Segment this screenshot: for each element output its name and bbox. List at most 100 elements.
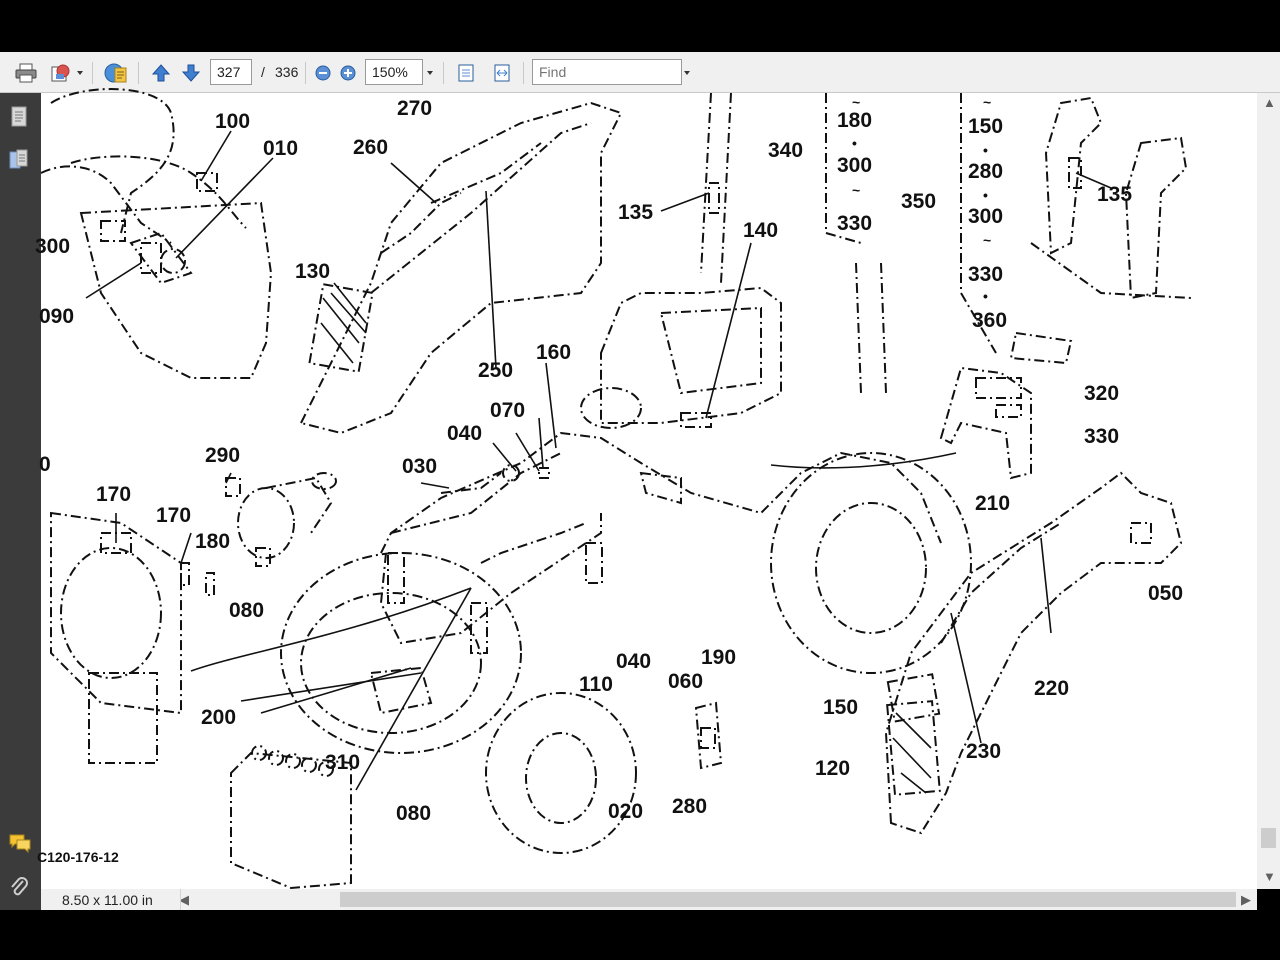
toolbar-divider (92, 62, 93, 84)
callout-330-rear: 330 (1084, 425, 1119, 448)
fit-page-icon (458, 64, 474, 82)
callout-040-bottom: 040 (616, 650, 651, 673)
callout-360: 360 (972, 309, 1007, 332)
bookmarks-icon (9, 149, 28, 169)
callout-230: 230 (966, 740, 1001, 763)
hood-drawing (299, 101, 623, 435)
callout-280-bottom: 280 (672, 795, 707, 818)
callout-210: 210 (975, 492, 1010, 515)
range-dot: • (983, 187, 988, 203)
navigation-pane (0, 93, 41, 910)
callout-290: 290 (205, 444, 240, 467)
callout-040-top: 040 (447, 422, 482, 445)
callout-350: 350 (901, 190, 936, 213)
zoom-out-button[interactable] (310, 60, 336, 86)
zoom-dropdown-caret[interactable] (427, 71, 433, 75)
share-icon (104, 63, 127, 83)
toolbar-divider (305, 62, 306, 84)
print-icon (15, 63, 37, 83)
callout-220: 220 (1034, 677, 1069, 700)
callout-300-top: 300 (837, 154, 872, 177)
callout-250: 250 (478, 359, 513, 382)
callout-120: 120 (815, 757, 850, 780)
rear-panel-drawing (770, 331, 1073, 480)
callout-150-bottom: 150 (823, 696, 858, 719)
range-tilde: ~ (852, 94, 860, 110)
callout-320: 320 (1084, 382, 1119, 405)
callout-edge-0: 0 (39, 453, 51, 476)
callout-010: 010 (263, 137, 298, 160)
callout-300: 300 (35, 235, 70, 258)
jack-drawing (694, 701, 723, 770)
toolbar-divider (523, 62, 524, 84)
page-size-status: 8.50 x 11.00 in (41, 889, 181, 910)
rops-frame-drawing (660, 92, 1192, 394)
callout-330-right: 330 (968, 263, 1003, 286)
scroll-left-arrow-icon[interactable]: ◀ (179, 892, 189, 907)
page-total: 336 (275, 64, 299, 80)
find-input[interactable] (532, 59, 682, 85)
callout-150-top: 150 (968, 115, 1003, 138)
callout-080-bottom: 080 (396, 802, 431, 825)
vertical-scroll-thumb[interactable] (1261, 828, 1276, 848)
comments-icon (9, 834, 31, 854)
paperclip-icon (11, 877, 28, 896)
fender-drawing (884, 471, 1183, 835)
arrow-up-icon (151, 64, 171, 82)
export-button[interactable] (48, 60, 74, 86)
previous-page-button[interactable] (148, 60, 174, 86)
callout-100: 100 (215, 110, 250, 133)
right-bracket-drawing (1044, 96, 1188, 300)
export-icon (51, 64, 70, 82)
callout-340: 340 (768, 139, 803, 162)
figure-code: C120-176-12 (37, 849, 119, 865)
find-dropdown-caret[interactable] (684, 71, 690, 75)
zoom-level-input[interactable] (365, 59, 423, 85)
callout-050: 050 (1148, 582, 1183, 605)
radiator-drawing (50, 511, 215, 764)
callout-280-top: 280 (968, 160, 1003, 183)
callout-070: 070 (490, 399, 525, 422)
zoom-out-icon (315, 65, 331, 81)
toolbar: / 336 (0, 52, 1280, 93)
battery-drawing (230, 666, 433, 890)
scroll-right-arrow-icon[interactable]: ▶ (1241, 892, 1251, 907)
callout-090: 090 (39, 305, 74, 328)
scroll-up-arrow-icon[interactable]: ▲ (1263, 95, 1276, 110)
callout-140: 140 (743, 219, 778, 242)
horizontal-scroll-thumb[interactable] (340, 892, 1236, 907)
callout-030: 030 (402, 455, 437, 478)
pages-panel-button[interactable] (8, 105, 32, 129)
zoom-in-button[interactable] (335, 60, 361, 86)
callout-060: 060 (668, 670, 703, 693)
print-button[interactable] (13, 60, 39, 86)
vertical-scrollbar[interactable]: ▲ ▼ (1257, 93, 1280, 889)
pages-icon (11, 106, 27, 127)
fit-page-button[interactable] (453, 60, 479, 86)
range-dot: • (852, 135, 857, 151)
rear-wheel-drawing (280, 452, 972, 854)
operator-seat-drawing (580, 242, 782, 429)
steering-console-drawing (40, 88, 274, 379)
callout-110: 110 (579, 673, 613, 696)
bookmarks-panel-button[interactable] (8, 148, 32, 172)
toolbar-divider (138, 62, 139, 84)
callout-080-left: 080 (229, 599, 264, 622)
callout-200: 200 (201, 706, 236, 729)
page-number-input[interactable] (210, 59, 252, 85)
scroll-down-arrow-icon[interactable]: ▼ (1263, 869, 1276, 884)
next-page-button[interactable] (178, 60, 204, 86)
export-dropdown-caret[interactable] (77, 71, 83, 75)
share-button[interactable] (103, 60, 129, 86)
comments-panel-button[interactable] (8, 832, 32, 856)
callout-170-left: 170 (96, 483, 131, 506)
tractor-body-drawing (379, 362, 942, 654)
screen-bottom-border (0, 910, 1280, 960)
callout-270: 270 (397, 97, 432, 120)
document-page[interactable]: 100 010 300 090 270 260 130 250 160 135 … (35, 88, 1257, 890)
fit-width-button[interactable] (489, 60, 515, 86)
attachments-panel-button[interactable] (8, 875, 32, 899)
callout-180-top: 180 (837, 109, 872, 132)
range-tilde: ~ (852, 182, 860, 198)
